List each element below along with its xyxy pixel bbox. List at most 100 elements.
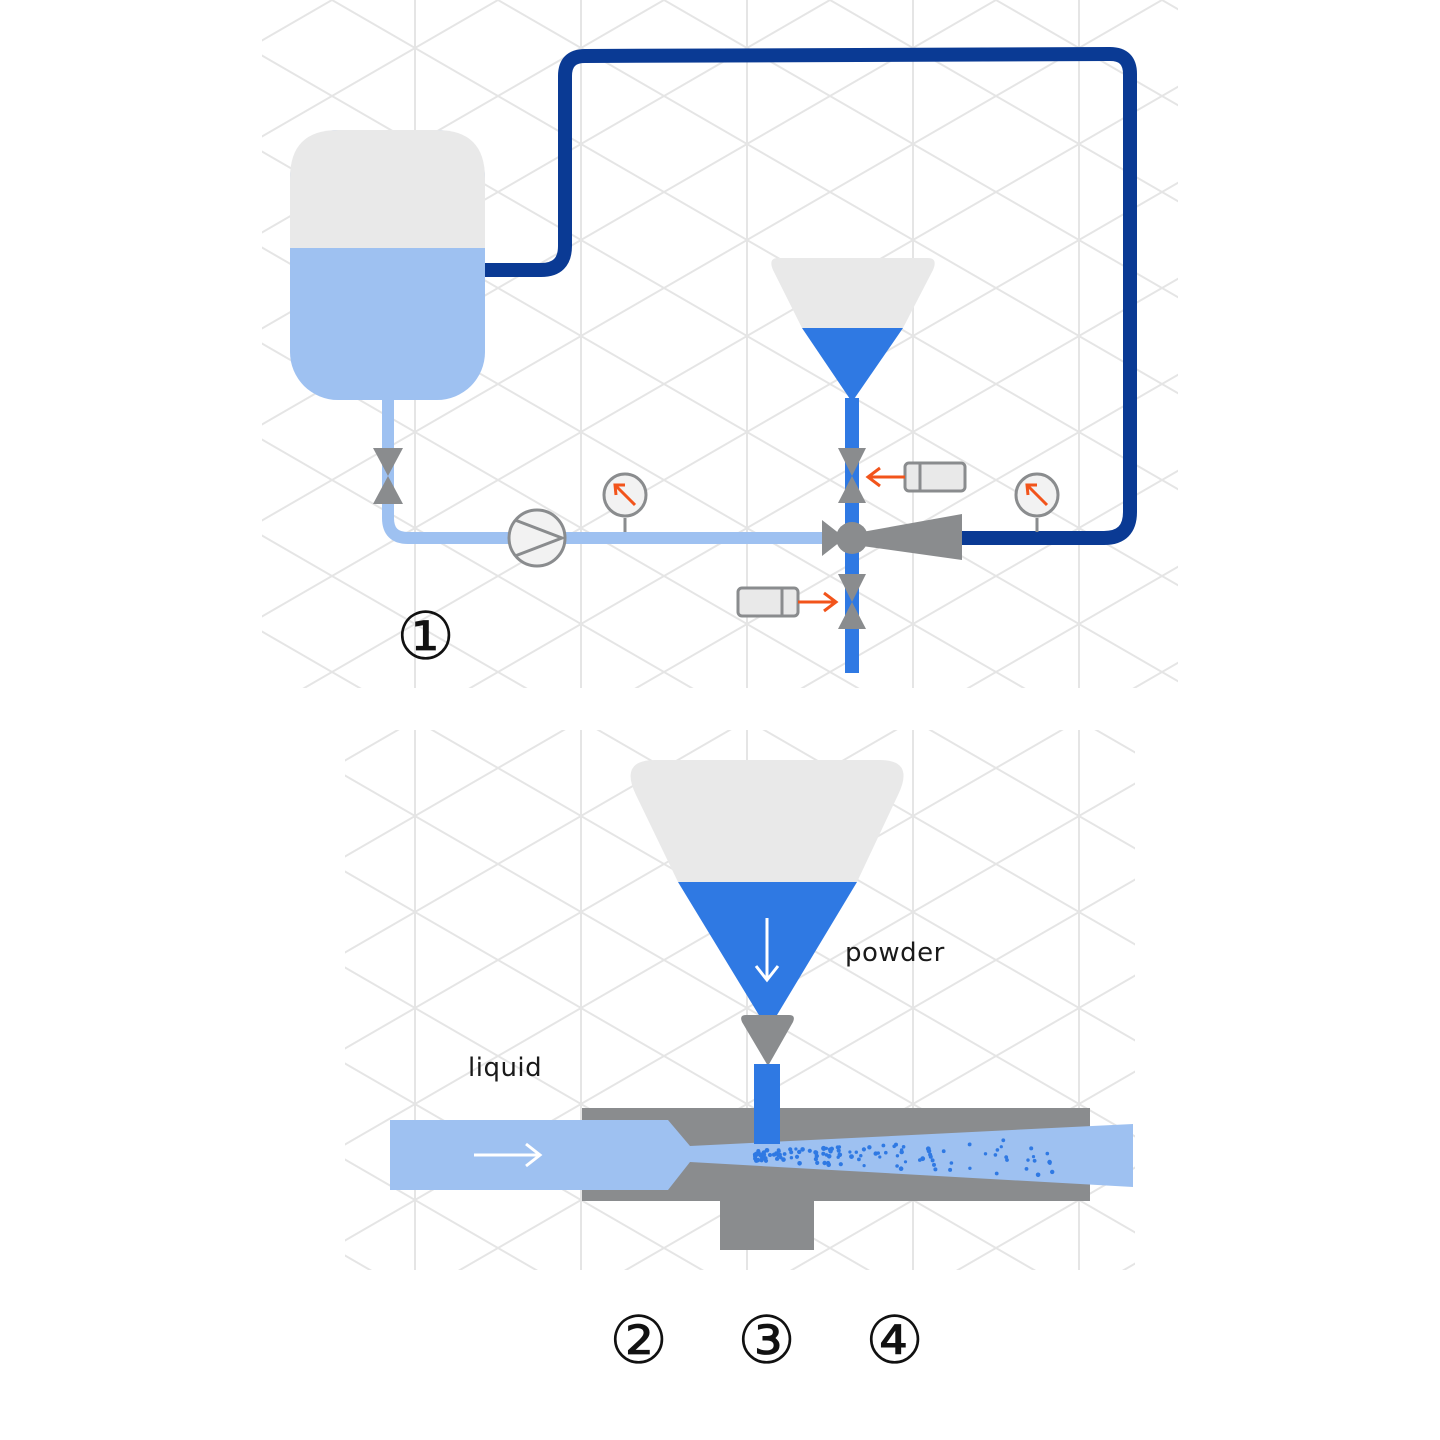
- powder-particle: [898, 1166, 904, 1171]
- powder-particle: [807, 1148, 812, 1153]
- powder-hopper-small: [771, 258, 935, 402]
- powder-particle: [901, 1145, 906, 1149]
- powder-particle: [756, 1158, 760, 1163]
- powder-particle: [773, 1153, 777, 1157]
- powder-particle: [884, 1150, 888, 1155]
- powder-particle: [1035, 1172, 1041, 1178]
- powder-particle: [1031, 1155, 1036, 1159]
- powder-particle: [849, 1154, 854, 1159]
- powder-particle: [1045, 1151, 1050, 1156]
- powder-particle: [837, 1152, 843, 1158]
- powder-particle: [828, 1149, 833, 1154]
- powder-particle: [815, 1160, 820, 1165]
- powder-particle: [930, 1158, 935, 1163]
- powder-particle: [892, 1144, 896, 1149]
- powder-particle: [1026, 1158, 1030, 1162]
- step-marker-2: ②: [609, 1302, 669, 1379]
- lower-valve: [838, 574, 866, 629]
- powder-particle: [763, 1158, 769, 1163]
- powder-particle: [994, 1171, 999, 1176]
- powder-particle: [926, 1148, 932, 1154]
- powder-particle: [794, 1154, 800, 1159]
- powder-particle: [920, 1156, 926, 1162]
- powder-particle: [895, 1164, 899, 1168]
- powder-particle: [862, 1164, 866, 1168]
- powder-particle: [794, 1147, 798, 1151]
- powder-particle: [878, 1155, 882, 1159]
- powder-particle: [928, 1154, 933, 1159]
- powder-particle: [899, 1149, 904, 1155]
- powder-particle: [1001, 1138, 1006, 1143]
- powder-particle: [876, 1151, 880, 1155]
- powder-particle: [859, 1154, 863, 1158]
- upper-actuator: [865, 461, 967, 493]
- powder-particle: [835, 1145, 840, 1150]
- powder-particle: [775, 1157, 779, 1161]
- powder-particle: [903, 1160, 908, 1164]
- venturi-mixer: [822, 514, 962, 560]
- powder-particle: [1024, 1167, 1029, 1171]
- pressure-gauge-icon: [1014, 472, 1060, 532]
- powder-particle: [999, 1145, 1003, 1149]
- liquid-flow-arrow-icon: [474, 1142, 543, 1168]
- powder-particle: [941, 1149, 946, 1154]
- powder-particle: [1048, 1161, 1052, 1165]
- powder-particle: [821, 1151, 826, 1156]
- powder-particle: [861, 1147, 867, 1152]
- powder-particle: [933, 1167, 938, 1172]
- step-marker-1: ①: [396, 598, 456, 675]
- powder-particle: [854, 1150, 858, 1154]
- powder-particle: [800, 1147, 805, 1152]
- powder-particle: [857, 1157, 861, 1162]
- powder-particle: [760, 1156, 765, 1161]
- powder-particle: [753, 1155, 757, 1159]
- powder-particle: [781, 1157, 786, 1162]
- powder-particle: [867, 1145, 872, 1150]
- powder-particle: [826, 1154, 832, 1159]
- powder-particle: [768, 1153, 772, 1157]
- powder-particle: [967, 1142, 972, 1147]
- powder-particle: [789, 1150, 794, 1155]
- powder-particle: [838, 1162, 843, 1167]
- powder-particle: [1032, 1158, 1037, 1163]
- liquid-label: liquid: [468, 1053, 543, 1083]
- powder-particle: [881, 1143, 886, 1148]
- powder-particle: [821, 1145, 826, 1151]
- feed-pipe: [382, 400, 850, 544]
- powder-particle: [826, 1162, 831, 1168]
- upper-valve: [838, 448, 866, 503]
- powder-particle: [797, 1149, 802, 1155]
- powder-particle: [789, 1156, 794, 1160]
- powder-particle: [895, 1154, 900, 1158]
- powder-particle: [782, 1152, 787, 1156]
- powder-particle: [948, 1167, 953, 1172]
- powder-particle: [777, 1149, 781, 1153]
- powder-particle: [1004, 1155, 1009, 1159]
- hopper-valve: [741, 1015, 794, 1066]
- powder-particle: [993, 1153, 998, 1157]
- powder-particle: [1005, 1158, 1009, 1162]
- powder-label: powder: [845, 938, 945, 968]
- pump-icon: [507, 508, 567, 568]
- pressure-gauge-icon: [602, 472, 648, 532]
- powder-particle: [932, 1162, 936, 1167]
- step-marker-3: ③: [737, 1302, 797, 1379]
- powder-particle: [983, 1152, 988, 1156]
- powder-particle: [797, 1161, 802, 1166]
- powder-particle: [836, 1148, 841, 1153]
- lower-actuator: [736, 586, 839, 618]
- powder-feed-column: [754, 1064, 780, 1144]
- powder-particle: [822, 1160, 827, 1166]
- tank-outlet-valve: [373, 448, 403, 504]
- system-overview: [290, 46, 1137, 673]
- powder-particle: [1050, 1169, 1055, 1175]
- return-pipe: [484, 46, 1137, 545]
- powder-particles: [752, 1138, 1055, 1178]
- powder-particle: [813, 1150, 819, 1156]
- powder-particle: [848, 1150, 852, 1154]
- powder-particle: [995, 1148, 1000, 1152]
- powder-particle: [1029, 1146, 1034, 1151]
- powder-particle: [759, 1152, 763, 1156]
- step-marker-4: ④: [865, 1302, 925, 1379]
